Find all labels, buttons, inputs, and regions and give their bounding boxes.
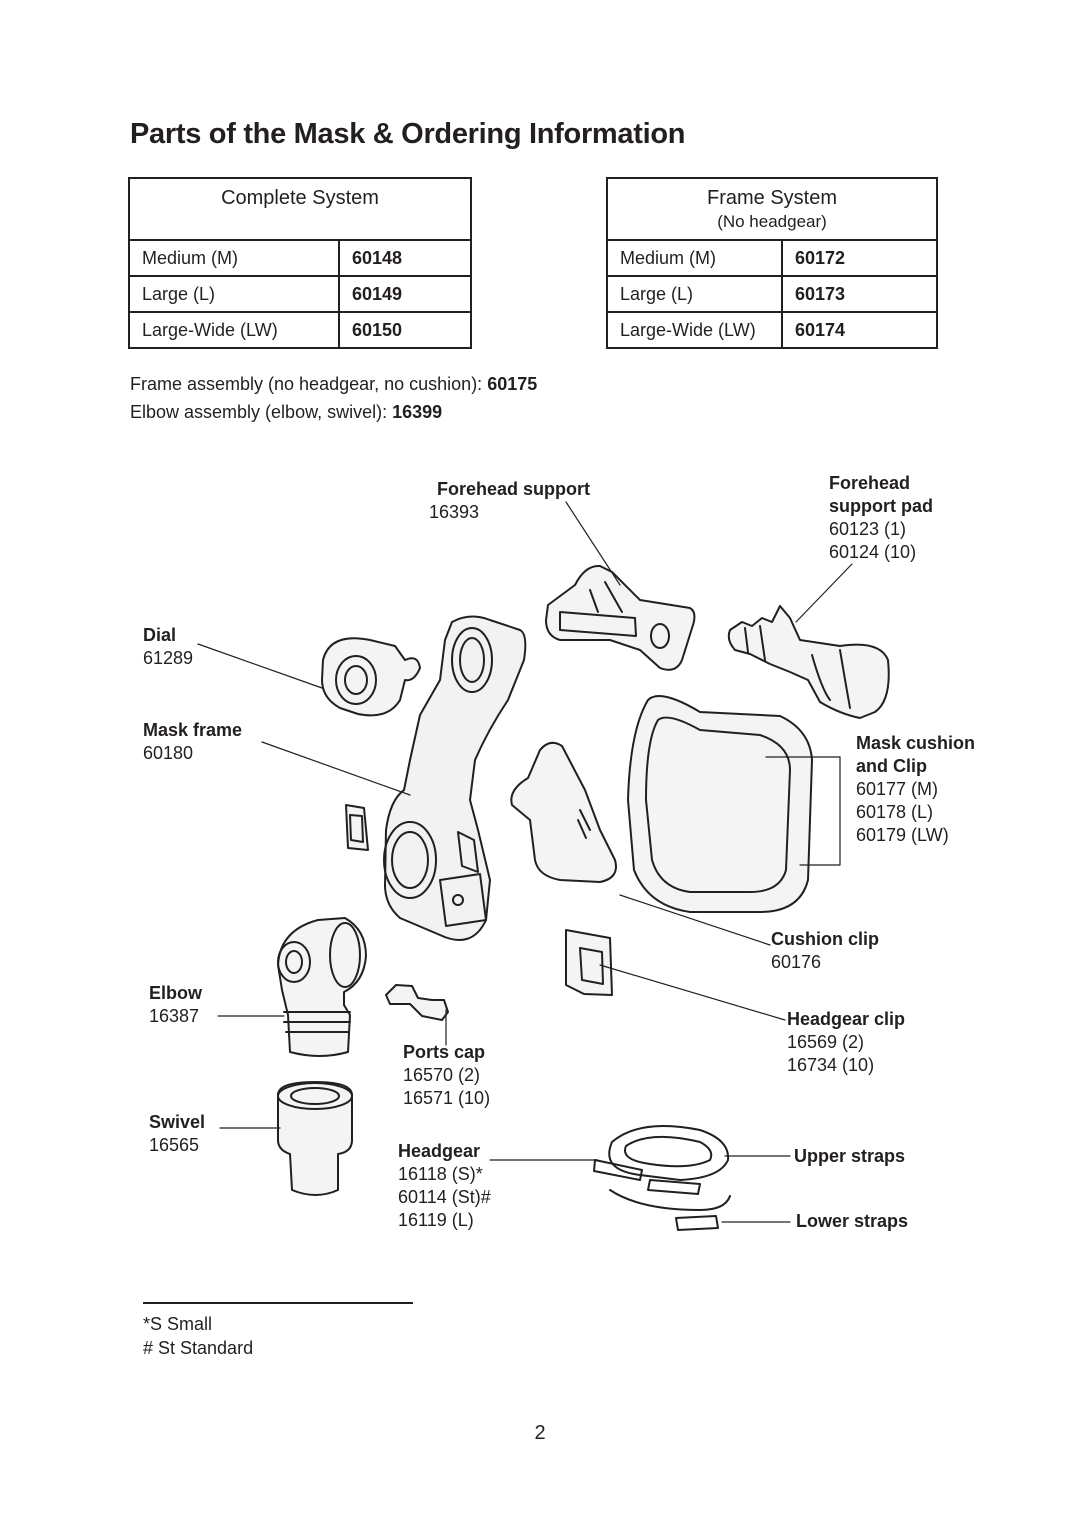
- part-code: 16734 (10): [787, 1055, 875, 1075]
- part-name: Headgear clip: [787, 1009, 906, 1029]
- table-row: Large (L) 60149: [128, 275, 472, 313]
- frame-assembly-code: 60175: [487, 374, 538, 394]
- headgear-drawing: [593, 1125, 731, 1231]
- ports-cap-label: Ports cap 16570 (2) 16571 (10): [403, 1041, 490, 1110]
- frame-system-heading: Frame System (No headgear): [606, 177, 938, 241]
- mask-cushion-label: Mask cushion and Clip 60177 (M) 60178 (L…: [856, 732, 975, 847]
- headgear-clip-lower-drawing: [565, 929, 613, 996]
- frame-assembly-text: Frame assembly (no headgear, no cushion)…: [130, 374, 488, 394]
- code-cell: 60173: [781, 275, 938, 313]
- size-cell: Medium (M): [128, 239, 340, 277]
- size-cell: Large (L): [128, 275, 340, 313]
- part-code: 60179 (LW): [856, 825, 949, 845]
- part-code: 60177 (M): [856, 779, 939, 799]
- code-cell: 60149: [338, 275, 472, 313]
- part-name: Upper straps: [794, 1146, 906, 1166]
- part-code: 16393: [429, 502, 480, 522]
- lower-straps-label: Lower straps: [796, 1210, 908, 1233]
- part-code: 16565: [149, 1135, 200, 1155]
- part-code: 16118 (S)*: [398, 1164, 483, 1184]
- part-name: Swivel: [149, 1112, 206, 1132]
- forehead-support-label: Forehead support 16393: [429, 478, 591, 524]
- part-code: 61289: [143, 648, 194, 668]
- part-name: Elbow: [149, 983, 202, 1003]
- page-title: Parts of the Mask & Ordering Information: [130, 118, 686, 150]
- part-code: 60114 (St)#: [398, 1187, 491, 1207]
- headgear-clip-label: Headgear clip 16569 (2) 16734 (10): [787, 1008, 905, 1077]
- part-code: 16570 (2): [403, 1065, 481, 1085]
- part-code: 16119 (L): [398, 1210, 474, 1230]
- part-name: Headgear: [398, 1141, 481, 1161]
- size-cell: Large (L): [606, 275, 783, 313]
- dial-label: Dial 61289: [143, 624, 193, 670]
- frame-assembly-note: Frame assembly (no headgear, no cushion)…: [130, 374, 537, 395]
- size-cell: Large-Wide (LW): [128, 311, 340, 349]
- part-name: Cushion clip: [771, 929, 879, 949]
- part-code: 60176: [771, 952, 822, 972]
- part-code: 60124 (10): [829, 542, 917, 562]
- elbow-assembly-text: Elbow assembly (elbow, swivel):: [130, 402, 393, 422]
- frame-system-title: Frame System: [706, 187, 838, 209]
- footnote-divider: [143, 1302, 413, 1304]
- table-row: Large-Wide (LW) 60150: [128, 311, 472, 349]
- swivel-label: Swivel 16565: [149, 1111, 205, 1157]
- complete-system-table: Complete System Medium (M) 60148 Large (…: [128, 177, 472, 349]
- elbow-assembly-code: 16399: [392, 402, 443, 422]
- upper-straps-label: Upper straps: [794, 1145, 905, 1168]
- part-code: 60178 (L): [856, 802, 934, 822]
- page-number: 2: [534, 1422, 546, 1444]
- headgear-clip-left-drawing: [345, 804, 369, 851]
- dial-drawing: [321, 637, 421, 717]
- code-cell: 60148: [338, 239, 472, 277]
- elbow-assembly-note: Elbow assembly (elbow, swivel): 16399: [130, 402, 442, 423]
- part-name-line2: and Clip: [856, 756, 927, 776]
- leader-lines: [197, 501, 853, 1223]
- part-name: Mask frame: [143, 720, 243, 740]
- code-cell: 60172: [781, 239, 938, 277]
- part-name-line1: Mask cushion: [856, 733, 976, 753]
- mask-cushion-drawing: [627, 695, 813, 913]
- cushion-clip-label: Cushion clip 60176: [771, 928, 879, 974]
- code-cell: 60174: [781, 311, 938, 349]
- part-code: 16569 (2): [787, 1032, 865, 1052]
- footnote-small: *S Small: [143, 1314, 213, 1334]
- elbow-drawing: [277, 917, 367, 1057]
- part-name: Ports cap: [403, 1042, 486, 1062]
- part-name: Dial: [143, 625, 177, 645]
- table-row: Large (L) 60173: [606, 275, 938, 313]
- part-name-line1: Forehead: [829, 473, 911, 493]
- headgear-label: Headgear 16118 (S)* 60114 (St)# 16119 (L…: [398, 1140, 491, 1232]
- mask-frame-label: Mask frame 60180: [143, 719, 242, 765]
- part-code: 60123 (1): [829, 519, 907, 539]
- part-code: 16571 (10): [403, 1088, 491, 1108]
- cushion-clip-drawing: [510, 741, 617, 883]
- part-name: Lower straps: [796, 1211, 909, 1231]
- ports-cap-drawing: [385, 984, 449, 1021]
- part-name: Forehead support: [437, 479, 591, 499]
- size-cell: Medium (M): [606, 239, 783, 277]
- forehead-support-drawing: [545, 564, 696, 671]
- footnote-standard: # St Standard: [143, 1338, 254, 1358]
- forehead-support-pad-drawing: [727, 605, 890, 719]
- table-row: Large-Wide (LW) 60174: [606, 311, 938, 349]
- mask-frame-drawing: [383, 615, 527, 941]
- part-code: 60180: [143, 743, 194, 763]
- forehead-support-pad-label: Forehead support pad 60123 (1) 60124 (10…: [829, 472, 933, 564]
- elbow-label: Elbow 16387: [149, 982, 202, 1028]
- code-cell: 60150: [338, 311, 472, 349]
- complete-system-heading: Complete System: [128, 177, 472, 241]
- frame-system-table: Frame System (No headgear) Medium (M) 60…: [606, 177, 938, 349]
- table-row: Medium (M) 60148: [128, 239, 472, 277]
- part-name-line2: support pad: [829, 496, 933, 516]
- frame-system-subtitle: (No headgear): [717, 212, 827, 231]
- table-row: Medium (M) 60172: [606, 239, 938, 277]
- part-code: 16387: [149, 1006, 200, 1026]
- swivel-drawing: [277, 1081, 353, 1196]
- size-cell: Large-Wide (LW): [606, 311, 783, 349]
